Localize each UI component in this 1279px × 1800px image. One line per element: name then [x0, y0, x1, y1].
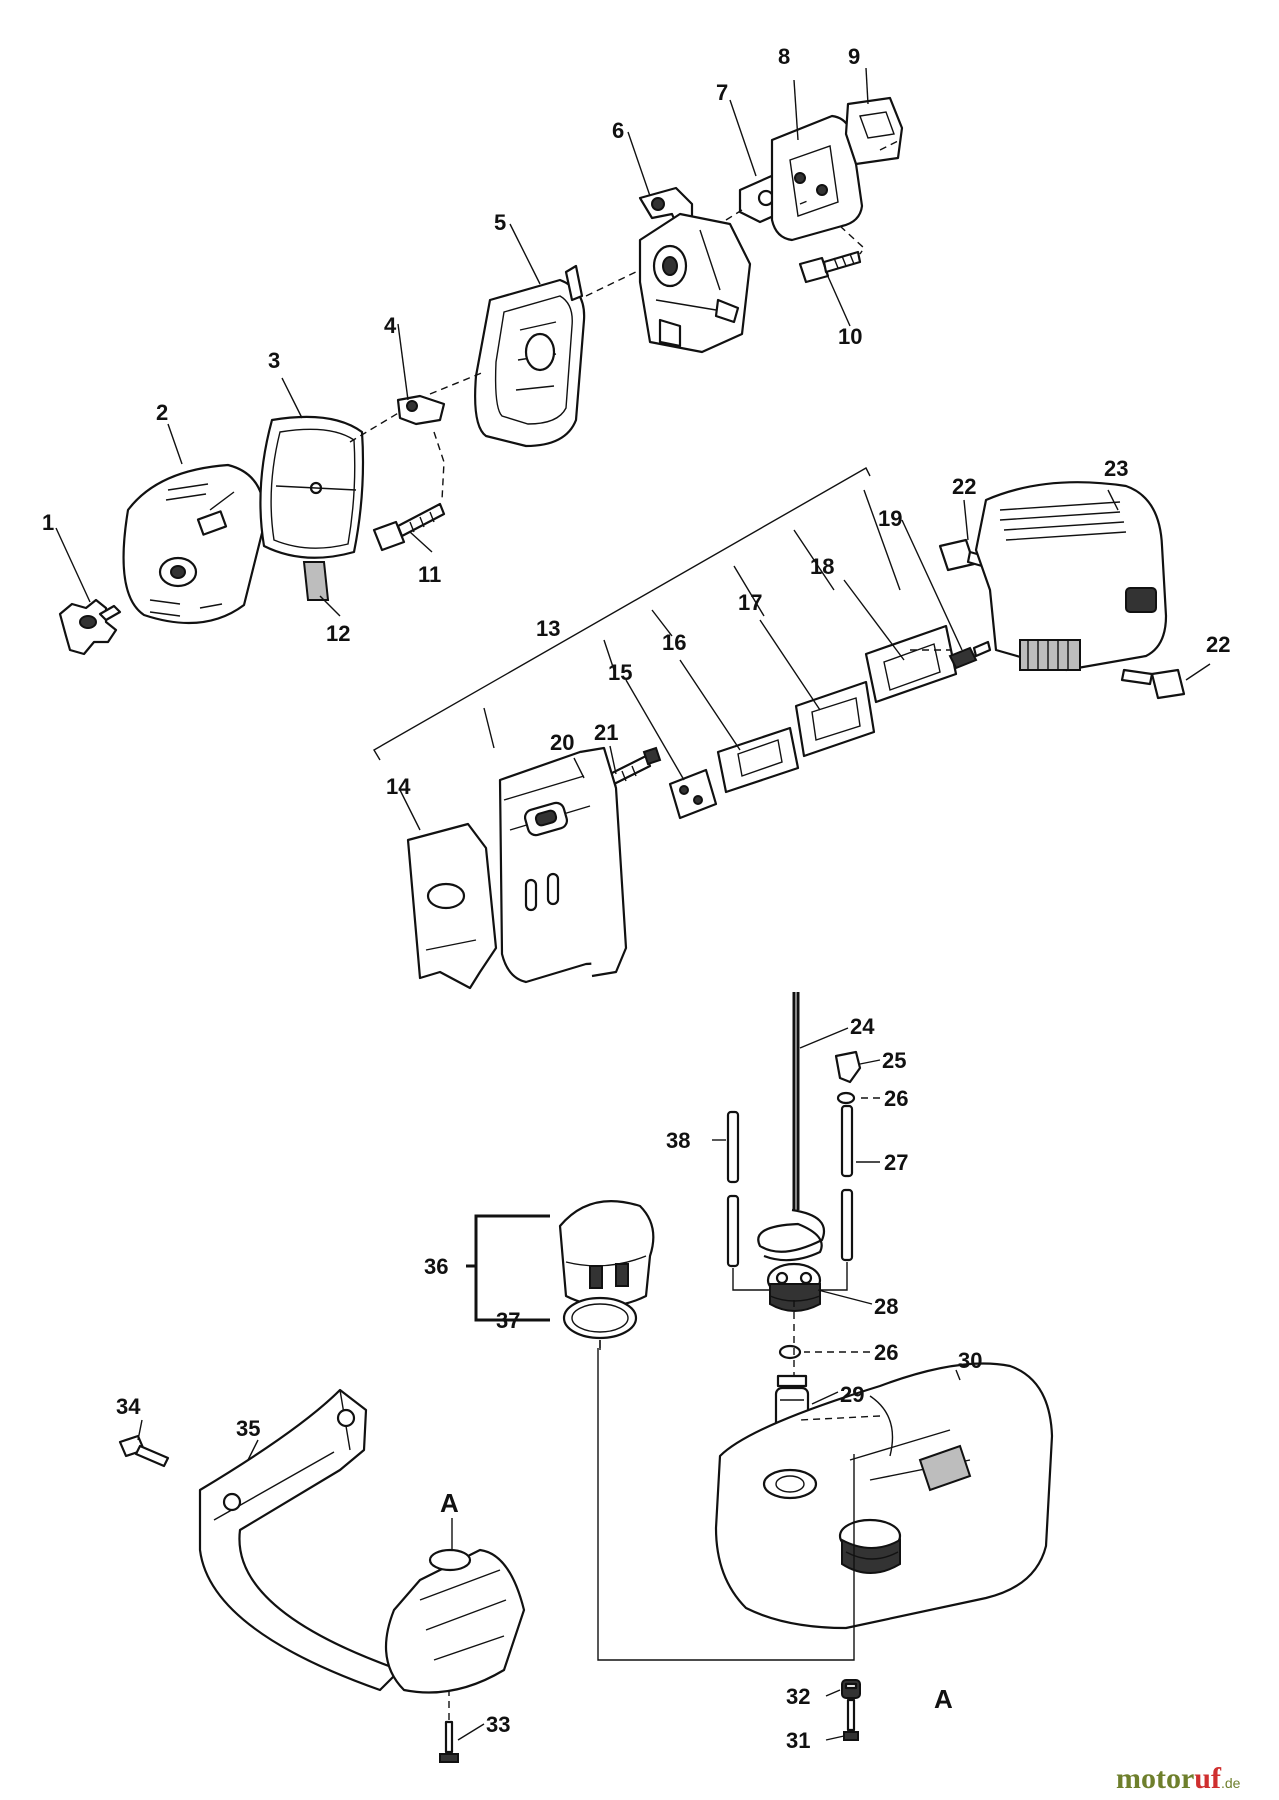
- label-9: 9: [848, 44, 860, 69]
- watermark-part1: motor: [1116, 1762, 1194, 1795]
- label-13: 13: [536, 616, 560, 641]
- muffler-body: [498, 746, 628, 984]
- label-22b: 22: [1206, 632, 1230, 657]
- part-4-bracket: [396, 394, 446, 426]
- part-11-bolt: [372, 502, 446, 552]
- part-34-screw: [118, 1434, 170, 1468]
- label-22: 22: [952, 474, 976, 499]
- part-18-gasket: [864, 624, 958, 704]
- part-10-bolt: [798, 250, 862, 284]
- part-22-bolt-lower: [1120, 668, 1186, 700]
- label-23: 23: [1104, 456, 1128, 481]
- part-36-fuel-cap: [558, 1199, 655, 1308]
- label-17: 17: [738, 590, 762, 615]
- part-31-screw: [843, 1698, 859, 1741]
- connector-lines-upper: [349, 139, 950, 651]
- label-2: 2: [156, 400, 168, 425]
- watermark-logo: motoruf.de: [1116, 1762, 1241, 1795]
- label-21: 21: [594, 720, 618, 745]
- part-13-assembly-line: [373, 467, 901, 761]
- part-1-knob: [58, 598, 122, 656]
- leader-lines: [55, 67, 1211, 1741]
- part-number-labels: 1 2 3 4 5 6 7 8 9 10 11 12 13 14 15 16 1…: [42, 44, 1230, 1753]
- svg-text:motoruf.de: motoruf.de: [1116, 1762, 1241, 1795]
- label-14: 14: [386, 774, 411, 799]
- label-5: 5: [494, 210, 506, 235]
- bracket-36-37: [466, 1214, 855, 1661]
- watermark-suffix: .de: [1221, 1775, 1241, 1791]
- label-29: 29: [840, 1382, 864, 1407]
- part-12-label: [302, 561, 330, 601]
- label-34: 34: [116, 1394, 141, 1419]
- part-27-tube: [840, 1104, 854, 1262]
- label-24: 24: [850, 1014, 875, 1039]
- part-28-grommet: [766, 1262, 822, 1312]
- label-8: 8: [778, 44, 790, 69]
- part-14-heat-shield: [406, 822, 498, 990]
- label-18: 18: [810, 554, 834, 579]
- part-35-guard: [198, 1388, 526, 1694]
- part-15-plate: [668, 768, 718, 820]
- label-11: 11: [418, 562, 441, 587]
- label-26b: 26: [874, 1340, 898, 1365]
- part-2-air-cover: [122, 463, 266, 625]
- section-mark-a-tank: A: [934, 1684, 953, 1714]
- label-15: 15: [608, 660, 632, 685]
- part-26-oring-upper: [836, 1091, 856, 1105]
- part-37-cap-gasket: [562, 1296, 638, 1340]
- label-20: 20: [550, 730, 574, 755]
- label-35: 35: [236, 1416, 260, 1441]
- part-9-gasket: [844, 96, 904, 166]
- label-38: 38: [666, 1128, 690, 1153]
- part-16-gasket: [716, 726, 800, 794]
- section-mark-a-guard: A: [440, 1488, 459, 1518]
- part-25-plug: [834, 1050, 862, 1084]
- label-25: 25: [882, 1048, 906, 1073]
- part-26-oring-lower: [778, 1344, 802, 1360]
- label-28: 28: [874, 1294, 898, 1319]
- label-7: 7: [716, 80, 728, 105]
- part-8-insulator: [770, 114, 864, 242]
- label-30: 30: [958, 1348, 982, 1373]
- label-4: 4: [384, 313, 397, 338]
- part-32-cap: [841, 1679, 861, 1699]
- label-3: 3: [268, 348, 280, 373]
- part-30-fuel-tank: [714, 1362, 1054, 1630]
- label-16: 16: [662, 630, 686, 655]
- label-33: 33: [486, 1712, 510, 1737]
- label-1: 1: [42, 510, 54, 535]
- label-19: 19: [878, 506, 902, 531]
- part-17-gasket: [794, 680, 876, 758]
- part-3-air-filter: [259, 415, 365, 559]
- part-19-screw: [948, 640, 992, 670]
- label-26: 26: [884, 1086, 908, 1111]
- label-6: 6: [612, 118, 624, 143]
- label-37: 37: [496, 1308, 520, 1333]
- part-23-cylinder-cover: [974, 481, 1168, 672]
- label-32: 32: [786, 1684, 810, 1709]
- connector-lines-fuel: [732, 1262, 848, 1440]
- watermark-part2: uf: [1194, 1762, 1222, 1795]
- part-24-fuel-line: [757, 992, 825, 1262]
- part-38-tube: [726, 1110, 740, 1268]
- label-12: 12: [326, 621, 350, 646]
- label-10: 10: [838, 324, 862, 349]
- part-6-carburetor: [638, 186, 752, 354]
- label-36: 36: [424, 1254, 448, 1279]
- label-27: 27: [884, 1150, 908, 1175]
- part-5-cleaner-base: [474, 264, 586, 448]
- label-31: 31: [786, 1728, 810, 1753]
